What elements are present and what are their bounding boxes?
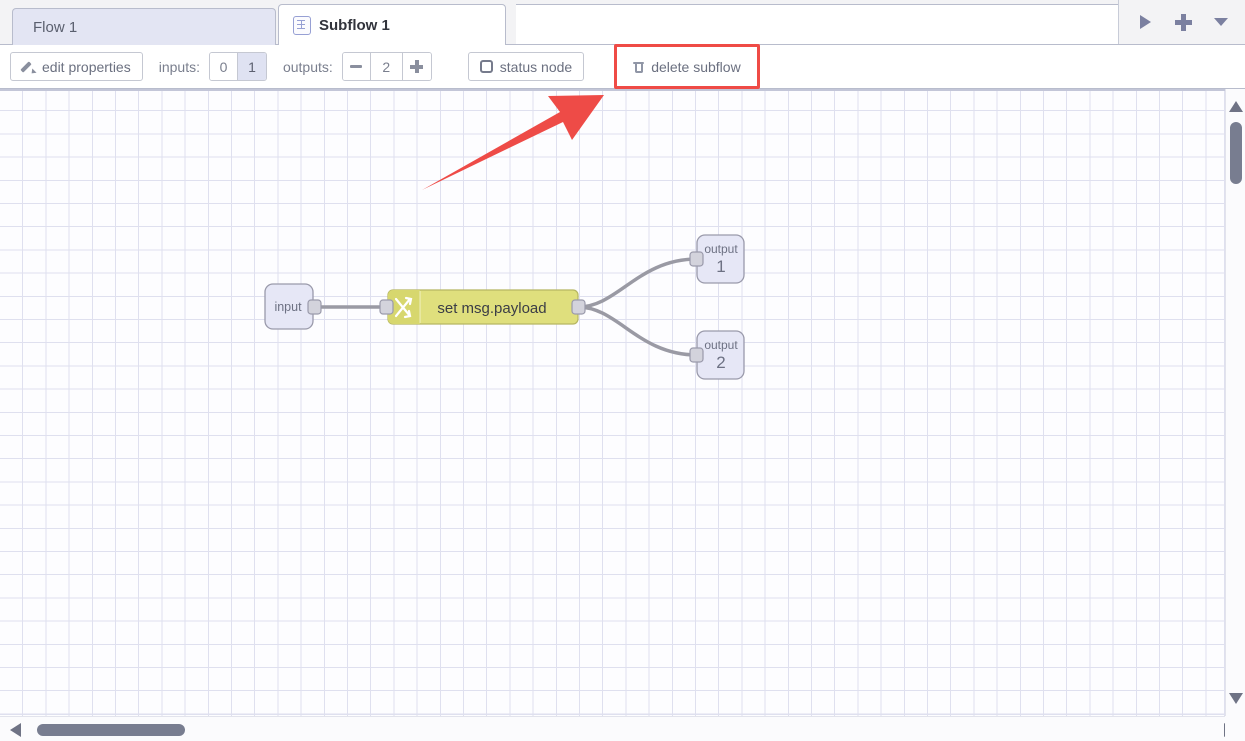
port-change-out[interactable] bbox=[571, 299, 586, 315]
delete-subflow-label: delete subflow bbox=[651, 58, 741, 75]
wire-change-to-output1[interactable] bbox=[577, 257, 698, 309]
subflow-icon bbox=[293, 15, 311, 35]
flow-tabbar: Flow 1 Subflow 1 bbox=[0, 0, 1245, 46]
scroll-down-triangle-icon[interactable] bbox=[1229, 693, 1243, 704]
flow-graph: input set msg.payload bbox=[264, 234, 745, 380]
outputs-decrement-button[interactable] bbox=[342, 53, 371, 80]
node-output-1-label: output bbox=[704, 242, 738, 256]
node-subflow-output-1[interactable]: output 1 bbox=[689, 234, 745, 284]
outputs-label: outputs: bbox=[282, 58, 333, 75]
minus-icon bbox=[350, 65, 363, 68]
tab-flow-1[interactable]: Flow 1 bbox=[12, 8, 276, 45]
outputs-increment-button[interactable] bbox=[402, 53, 431, 80]
node-output-2-index: 2 bbox=[716, 353, 725, 372]
tab-subflow-1[interactable]: Subflow 1 bbox=[278, 4, 506, 46]
tab-flow-1-label: Flow 1 bbox=[33, 18, 78, 36]
node-change[interactable]: set msg.payload bbox=[379, 289, 586, 325]
port-change-in[interactable] bbox=[379, 299, 394, 315]
edit-properties-button[interactable]: edit properties bbox=[10, 52, 143, 81]
inputs-option-1[interactable]: 1 bbox=[237, 53, 266, 80]
subflow-canvas[interactable]: input set msg.payload bbox=[0, 89, 1225, 716]
tab-subflow-1-label: Subflow 1 bbox=[319, 16, 390, 34]
delete-subflow-button[interactable]: delete subflow bbox=[622, 52, 752, 81]
pencil-icon bbox=[22, 60, 35, 73]
outputs-stepper: 2 bbox=[341, 52, 432, 81]
delete-subflow-highlight: delete subflow bbox=[614, 44, 760, 89]
tabs-strip: Flow 1 Subflow 1 bbox=[12, 4, 506, 46]
node-subflow-input[interactable]: input bbox=[264, 283, 322, 330]
tabbar-filler bbox=[516, 4, 1145, 44]
port-input-out[interactable] bbox=[307, 299, 322, 315]
node-output-2-label: output bbox=[704, 338, 738, 352]
tab-menu-chevron-down-icon[interactable] bbox=[1211, 12, 1231, 32]
edit-properties-label: edit properties bbox=[42, 58, 131, 75]
node-output-1-index: 1 bbox=[716, 257, 725, 276]
node-subflow-output-2[interactable]: output 2 bbox=[689, 330, 745, 380]
h-scroll-thumb[interactable] bbox=[37, 724, 185, 736]
node-change-label: set msg.payload bbox=[437, 300, 546, 317]
next-tab-arrow-icon[interactable] bbox=[1135, 12, 1155, 32]
inputs-selector: 0 1 bbox=[208, 52, 267, 81]
subflow-toolbar: edit properties inputs: 0 1 outputs: 2 s… bbox=[0, 44, 1245, 89]
wire-group bbox=[313, 257, 698, 357]
inputs-label: inputs: bbox=[158, 58, 200, 75]
tabbar-tools bbox=[1118, 0, 1245, 44]
v-scroll-thumb[interactable] bbox=[1230, 122, 1242, 184]
port-output-1-in[interactable] bbox=[689, 251, 704, 267]
port-output-2-in[interactable] bbox=[689, 347, 704, 363]
scrollbar-corner bbox=[1225, 716, 1245, 741]
node-input-label: input bbox=[274, 300, 302, 314]
checkbox-icon[interactable] bbox=[479, 60, 493, 73]
outputs-value: 2 bbox=[370, 53, 403, 80]
wire-change-to-output2[interactable] bbox=[577, 305, 698, 357]
status-node-label: status node bbox=[499, 58, 573, 75]
inputs-option-0[interactable]: 0 bbox=[209, 53, 238, 80]
vertical-scrollbar[interactable] bbox=[1225, 89, 1245, 716]
trash-icon bbox=[633, 60, 645, 73]
add-flow-plus-icon[interactable] bbox=[1173, 12, 1193, 32]
status-node-toggle[interactable]: status node bbox=[467, 52, 585, 81]
scroll-up-triangle-icon[interactable] bbox=[1229, 101, 1243, 112]
horizontal-scrollbar[interactable] bbox=[0, 716, 1245, 741]
plus-icon bbox=[410, 60, 424, 73]
scroll-left-triangle-icon[interactable] bbox=[10, 723, 21, 737]
change-node-icon bbox=[394, 296, 413, 319]
